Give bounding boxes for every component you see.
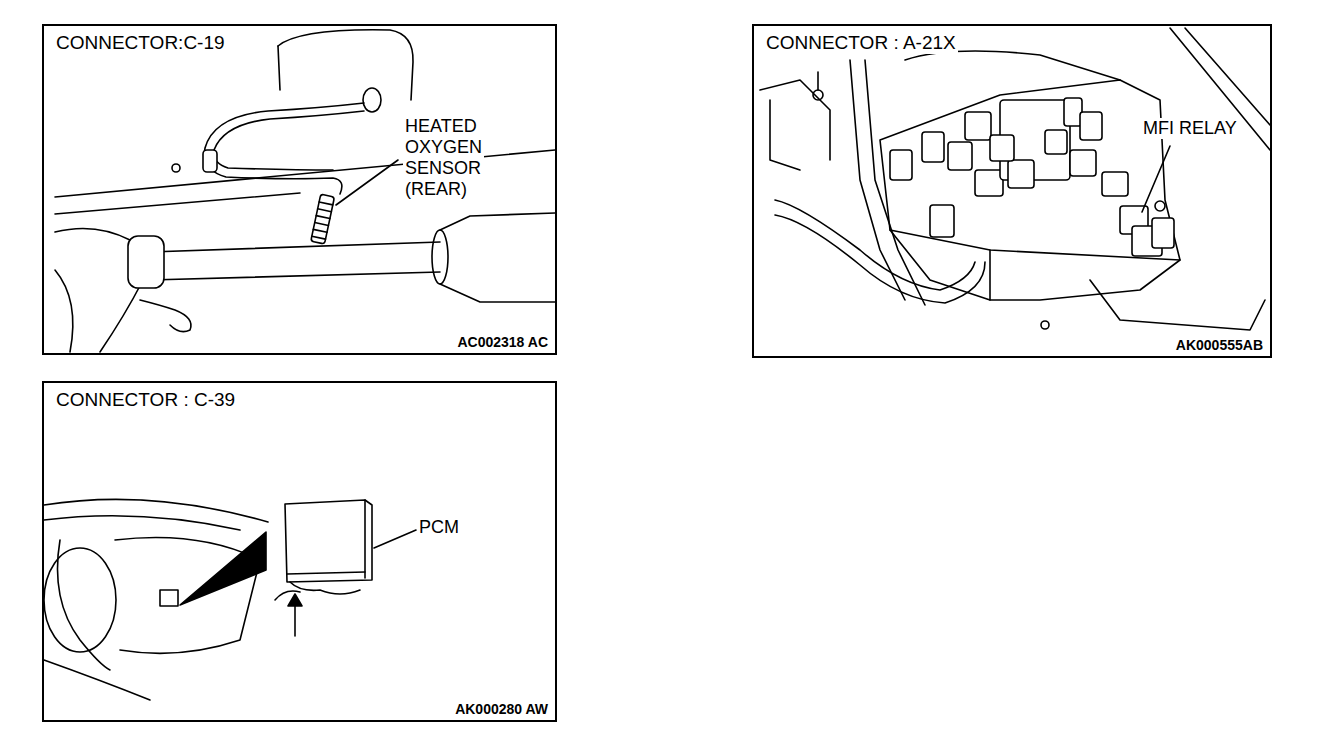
part-name: HEATED OXYGEN SENSOR (REAR) [403,116,484,200]
dashboard-pcm-illustration [44,499,416,700]
connector-title: CONNECTOR:C-19 [54,32,227,54]
connector-panel: CONNECTOR : C-39AK000280 AW [42,381,557,722]
figure-code: AK000280 AW [453,701,550,717]
exhaust-sensor-illustration [55,30,555,352]
part-name: MFI RELAY [1141,118,1239,139]
part-name: PCM [417,517,461,538]
connector-title: CONNECTOR : A-21X [764,32,958,54]
figure-code: AC002318 AC [455,334,550,350]
figure-code: AK000555AB [1174,337,1265,353]
relay-box-illustration [760,28,1270,330]
connector-title: CONNECTOR : C-39 [54,389,237,411]
connector-panel: CONNECTOR : A-21X AK000555AB [752,24,1272,358]
